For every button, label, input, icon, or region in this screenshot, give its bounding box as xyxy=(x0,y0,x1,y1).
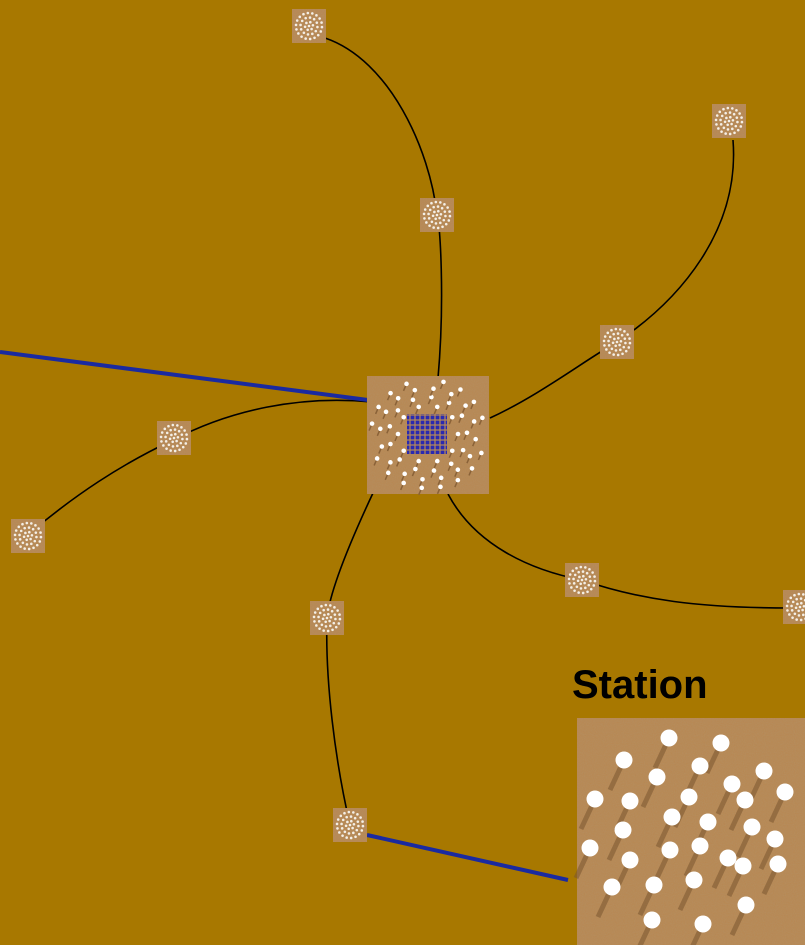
station-cluster-icon xyxy=(712,104,746,138)
central-hub-icon xyxy=(367,376,489,496)
dish-icon xyxy=(660,729,678,747)
dish-icon xyxy=(645,876,663,894)
station-cluster-icon xyxy=(600,325,634,359)
baseline-west xyxy=(0,350,369,402)
baseline-southeast xyxy=(366,833,569,882)
station-cluster-icon xyxy=(420,198,454,232)
dish-icon xyxy=(621,851,639,869)
dish-icon xyxy=(755,762,773,780)
station-cluster-icon xyxy=(333,808,367,842)
station-cluster-icon xyxy=(310,601,344,635)
dish-icon xyxy=(737,896,755,914)
dish-icon xyxy=(691,837,709,855)
dish-icon xyxy=(769,855,787,873)
dish-icon xyxy=(615,751,633,769)
dish-icon xyxy=(699,813,717,831)
station-closeup-icon xyxy=(573,718,805,945)
station-nodes xyxy=(11,9,805,842)
dish-icon xyxy=(648,768,666,786)
dish-icon xyxy=(766,830,784,848)
dish-icon xyxy=(603,878,621,896)
arm-southeast xyxy=(447,493,791,609)
dish-icon xyxy=(736,791,754,809)
dish-icon xyxy=(719,849,737,867)
dish-icon xyxy=(614,821,632,839)
dish-icon xyxy=(643,911,661,929)
dish-icon xyxy=(581,839,599,857)
dish-icon xyxy=(712,734,730,752)
dish-icon xyxy=(685,871,703,889)
arm-northeast xyxy=(489,139,735,419)
station-cluster-icon xyxy=(11,519,45,553)
dish-icon xyxy=(621,792,639,810)
station-cluster-icon xyxy=(783,590,805,624)
dish-icon xyxy=(694,915,712,933)
long-baselines xyxy=(0,350,569,882)
dish-icon xyxy=(776,783,794,801)
dish-icon xyxy=(743,818,761,836)
dish-icon xyxy=(723,775,741,793)
dish-icon xyxy=(734,857,752,875)
dish-icon xyxy=(661,841,679,859)
arm-south xyxy=(325,469,385,826)
dish-icon xyxy=(680,788,698,806)
dish-icon xyxy=(663,808,681,826)
arm-west xyxy=(29,399,373,534)
dish-icon xyxy=(586,790,604,808)
station-label: Station xyxy=(572,663,708,707)
station-cluster-icon xyxy=(157,421,191,455)
dish-icon xyxy=(691,757,709,775)
hub-core-grid xyxy=(407,414,447,454)
station-cluster-icon xyxy=(292,9,326,43)
station-cluster-icon xyxy=(565,563,599,597)
